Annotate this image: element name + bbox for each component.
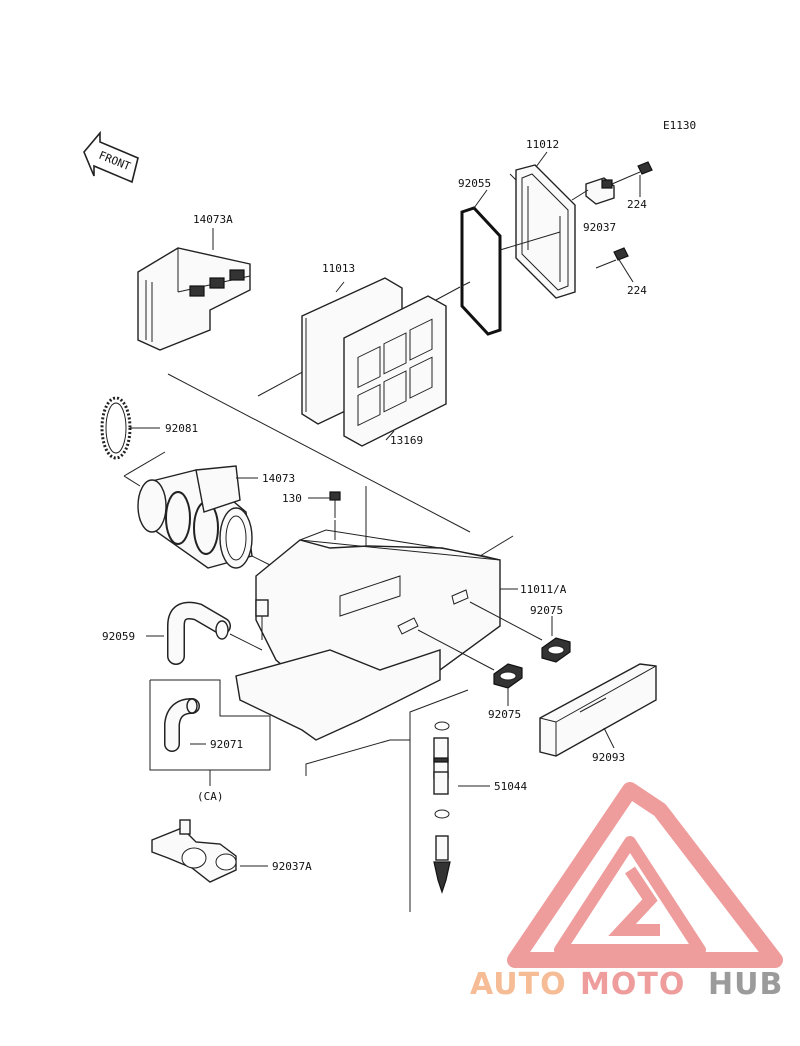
part-label-11013: 11013 — [322, 262, 355, 275]
part-label-92075a: 92075 — [530, 604, 563, 617]
part-label-92071: 92071 — [210, 738, 243, 751]
part-label-92093: 92093 — [592, 751, 625, 764]
part-label-224a: 224 — [627, 198, 647, 211]
air-box-11011A-part — [235, 529, 501, 741]
bolt-130-part — [329, 491, 341, 518]
front-arrow-icon: FRONT — [83, 130, 139, 184]
part-label-92037: 92037 — [583, 221, 616, 234]
filter-holder-13169-part — [343, 295, 447, 447]
part-label-13169: 13169 — [390, 434, 423, 447]
part-label-92055: 92055 — [458, 177, 491, 190]
part-label-92081: 92081 — [165, 422, 198, 435]
grommet-92075b-part — [493, 663, 523, 689]
diagram-code: E1130 — [663, 119, 696, 132]
drain-51044-part — [433, 721, 451, 894]
part-label-224b: 224 — [627, 284, 647, 297]
grommet-92075a-part — [541, 637, 571, 663]
drain-group-bracket — [409, 689, 469, 912]
part-label-11011A: 11011/A — [520, 583, 567, 596]
gasket-92055-part — [460, 206, 502, 336]
hose-92071-part — [164, 698, 200, 752]
part-label-14073: 14073 — [262, 472, 295, 485]
duct-14073A-part — [137, 247, 251, 351]
part-label-11012: 11012 — [526, 138, 559, 151]
hose-92059-part — [167, 601, 231, 665]
part-label-130: 130 — [282, 492, 302, 505]
bolt-224a-part — [611, 161, 653, 185]
part-label-51044: 51044 — [494, 780, 527, 793]
clip-92037A-part — [151, 819, 237, 883]
part-label-92037A: 92037A — [272, 860, 312, 873]
watermark-auto: AUTO — [470, 967, 567, 1002]
watermark-logo: AUTO MOTO HUB — [470, 782, 783, 1002]
clamp-92081-part — [100, 396, 132, 460]
ca-label: (CA) — [197, 790, 224, 803]
cover-92093-part — [539, 663, 657, 757]
part-label-14073A: 14073A — [193, 213, 233, 226]
bolt-224b-part — [595, 247, 629, 269]
watermark-hub: HUB — [708, 967, 783, 1002]
cover-11012-part — [515, 164, 576, 299]
ca-group-box — [149, 679, 271, 771]
part-label-92075b: 92075 — [488, 708, 521, 721]
bracket-92037-part — [585, 177, 615, 205]
watermark-triangle-icon — [507, 782, 783, 968]
intake-boot-14073-part — [137, 465, 253, 569]
watermark-moto: MOTO — [580, 967, 685, 1002]
part-label-92059: 92059 — [102, 630, 135, 643]
